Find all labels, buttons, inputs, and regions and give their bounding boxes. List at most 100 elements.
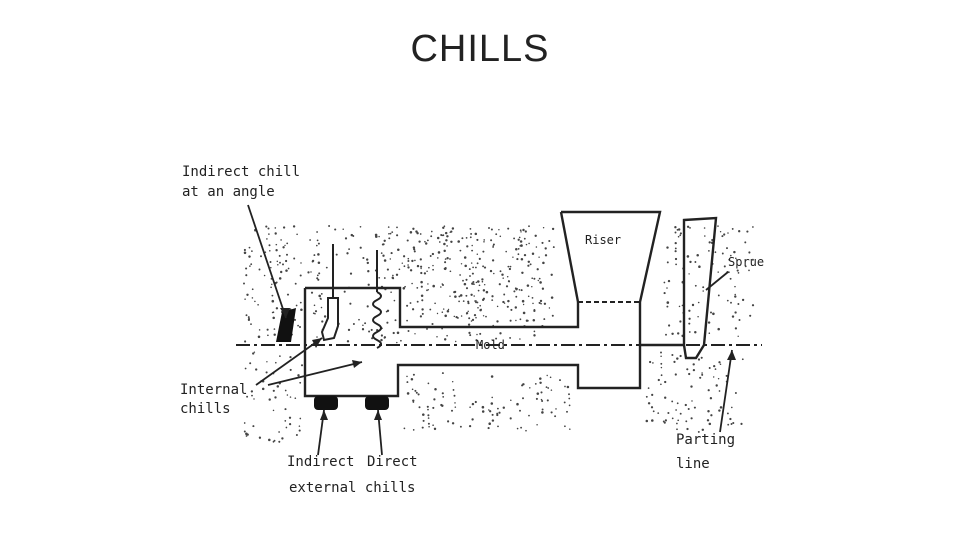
sand-dot	[686, 427, 689, 431]
sand-dot	[349, 302, 352, 305]
sand-dot	[430, 230, 433, 233]
sand-dot	[268, 233, 270, 235]
sand-dot	[493, 272, 495, 275]
sand-dot	[258, 268, 261, 271]
sand-dot	[451, 227, 455, 230]
sand-dot	[737, 303, 740, 305]
sand-dot	[272, 316, 275, 320]
sand-dot	[505, 285, 509, 288]
sand-dot	[710, 414, 713, 417]
sand-dot	[392, 277, 395, 280]
sand-dot	[707, 410, 710, 413]
sand-dot	[685, 420, 688, 423]
sand-dot	[287, 267, 290, 270]
sand-dot	[313, 304, 316, 307]
sand-dot	[449, 270, 452, 273]
sand-dot	[491, 396, 494, 399]
arrow-heads	[280, 308, 736, 420]
sand-dot	[275, 361, 277, 364]
sand-dot	[723, 233, 726, 236]
sand-dot	[491, 259, 495, 262]
sand-dot	[708, 332, 711, 334]
sand-dot	[467, 310, 469, 313]
sand-dot	[317, 261, 321, 265]
sand-dot	[465, 237, 468, 239]
sand-dot	[717, 225, 719, 227]
sand-dot	[289, 368, 292, 371]
sand-dot	[438, 241, 441, 243]
sand-dot	[466, 245, 469, 248]
sand-dot	[407, 264, 409, 266]
sand-dot	[476, 301, 479, 304]
sand-dot	[310, 271, 312, 273]
sand-dot	[491, 299, 494, 301]
sand-dot	[734, 293, 736, 296]
sand-dot	[436, 336, 438, 338]
mold-cavity	[303, 210, 718, 398]
sand-dot	[517, 238, 520, 241]
sand-dot	[293, 318, 297, 321]
sand-dot	[744, 241, 747, 244]
sand-dot	[416, 286, 419, 289]
sand-dot	[708, 241, 711, 244]
sand-dot	[335, 253, 338, 256]
sand-dot	[563, 401, 566, 404]
sand-dot	[284, 244, 286, 247]
sand-dot	[522, 228, 525, 232]
sand-dot	[465, 311, 469, 315]
sand-dot	[465, 287, 469, 290]
sand-dot	[328, 225, 331, 227]
sand-dot	[674, 241, 677, 245]
sand-dot	[483, 241, 485, 243]
sand-dot	[468, 331, 471, 335]
sand-dot	[278, 431, 280, 433]
sand-dot	[349, 272, 353, 275]
sand-dot	[401, 262, 404, 264]
sand-dot	[396, 341, 398, 344]
sand-dot	[491, 295, 494, 298]
sand-dot	[471, 318, 475, 322]
sand-dot	[691, 303, 695, 307]
sand-dot	[285, 269, 288, 272]
sand-dot	[684, 403, 687, 407]
sand-dot	[702, 286, 705, 289]
sand-dot	[244, 340, 247, 343]
sand-dot	[446, 309, 450, 313]
sand-dot	[451, 422, 455, 425]
sand-dot	[529, 387, 531, 389]
sand-dot	[346, 252, 349, 255]
sand-dot	[483, 266, 487, 269]
sand-dot	[383, 337, 386, 339]
sand-dot	[419, 315, 423, 318]
sand-dot	[281, 437, 284, 440]
sand-dot	[378, 235, 380, 238]
sand-dot	[509, 319, 512, 322]
sand-dot	[471, 282, 474, 285]
sand-dot	[519, 338, 521, 340]
sand-dot	[516, 402, 519, 406]
sand-dot	[506, 305, 509, 308]
sand-dot	[459, 249, 462, 252]
sand-dot	[708, 367, 711, 369]
sand-dot	[507, 227, 510, 230]
sand-dot	[735, 257, 737, 260]
sand-dot	[738, 230, 741, 233]
sand-dot	[475, 301, 477, 304]
sand-dot	[380, 334, 383, 337]
sand-dot	[419, 233, 422, 235]
sand-dot	[700, 356, 703, 359]
sand-dot	[688, 273, 690, 275]
sand-dot	[501, 273, 504, 276]
sand-dot	[505, 250, 507, 253]
sand-dot	[442, 396, 445, 398]
sand-dot	[675, 409, 677, 411]
sand-dot	[420, 294, 424, 297]
sand-dot	[479, 332, 482, 335]
sand-dot	[479, 342, 481, 344]
sand-dot	[323, 315, 327, 318]
sand-dot	[441, 404, 444, 407]
sand-dot	[517, 253, 520, 256]
sand-dot	[278, 254, 281, 257]
sand-dot	[497, 407, 499, 410]
slide-title: CHILLS	[410, 28, 550, 70]
